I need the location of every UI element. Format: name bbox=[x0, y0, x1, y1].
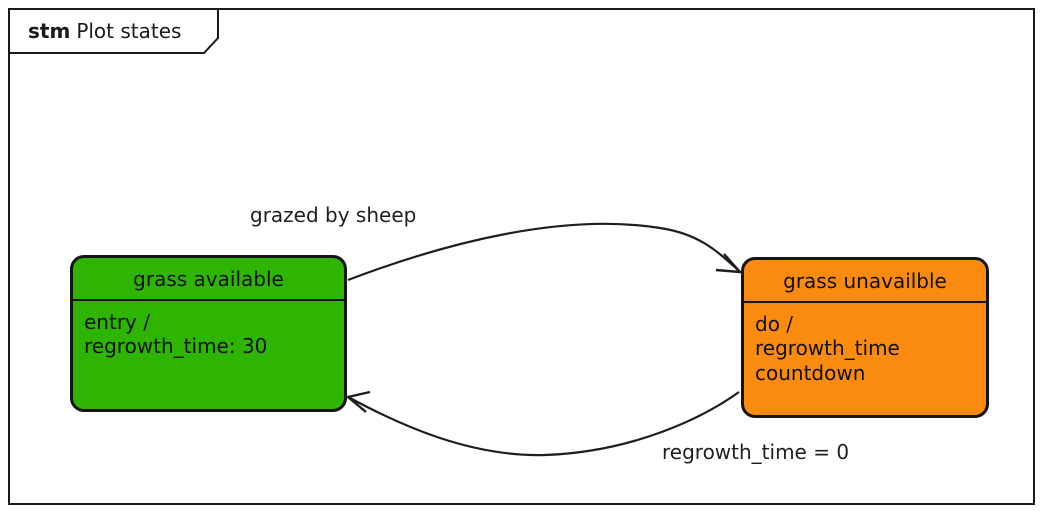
state-grass-unavailable[interactable]: grass unavailble do / regrowth_time coun… bbox=[741, 257, 989, 418]
state-grass-unavailable-body-line-3: countdown bbox=[755, 360, 866, 385]
transition-label-regrowth-complete: regrowth_time = 0 bbox=[662, 440, 850, 464]
state-grass-available-body: entry / regrowth_time: 30 bbox=[73, 301, 344, 409]
state-grass-unavailable-body: do / regrowth_time countdown bbox=[744, 303, 986, 415]
diagram-title: stm Plot states bbox=[28, 8, 181, 53]
state-grass-available-body-line-1: entry / bbox=[84, 310, 150, 334]
diagram-frame bbox=[8, 8, 1035, 505]
state-grass-available-body-line-2: regrowth_time: 30 bbox=[84, 334, 268, 359]
diagram-title-name: Plot states bbox=[76, 18, 182, 43]
state-grass-available[interactable]: grass available entry / regrowth_time: 3… bbox=[70, 255, 347, 412]
title-tab-shape bbox=[8, 8, 219, 54]
diagram-title-keyword: stm bbox=[28, 18, 71, 43]
transition-label-grazed-by-sheep: grazed by sheep bbox=[250, 203, 417, 227]
state-grass-unavailable-body-line-2: regrowth_time bbox=[755, 336, 900, 361]
diagram-title-tab: stm Plot states bbox=[8, 8, 220, 54]
state-grass-unavailable-title: grass unavailble bbox=[744, 260, 986, 303]
state-grass-unavailable-body-line-1: do / bbox=[755, 312, 794, 336]
state-grass-available-title: grass available bbox=[73, 258, 344, 301]
